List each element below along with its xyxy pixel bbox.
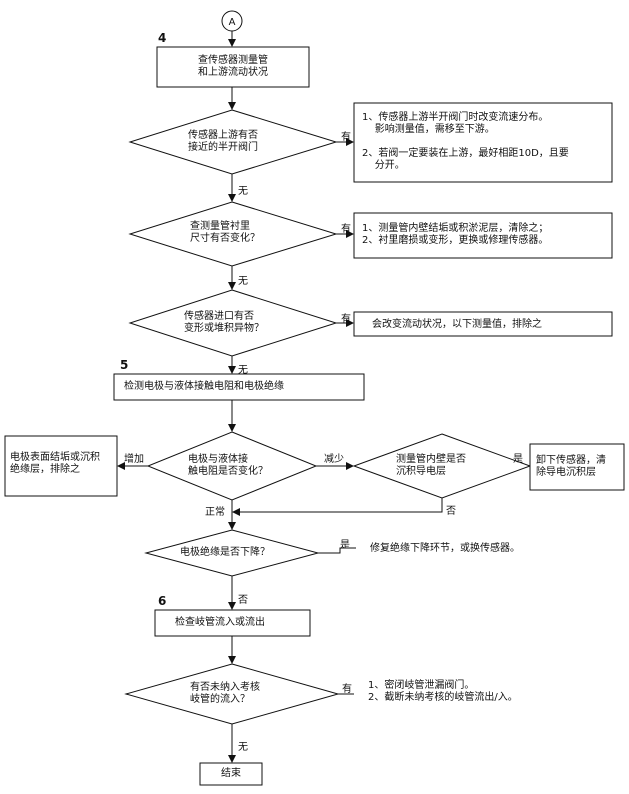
branch-action-text: 1、密闭岐管泄漏阀门。 2、截断未纳考核的岐管流出/入。 bbox=[368, 680, 518, 703]
valve-action-box bbox=[353, 102, 613, 183]
end-text: 结束 bbox=[221, 768, 241, 779]
resistance-normal-label: 正常 bbox=[205, 507, 225, 518]
insulation-yes-label: 是 bbox=[340, 540, 350, 551]
lining-decision-text: 查测量管衬里 尺寸有否变化？ bbox=[190, 221, 260, 244]
check-branch-box bbox=[154, 609, 311, 637]
inlet-decision-text: 传感器进口有否 变形或堆积异物？ bbox=[184, 311, 264, 334]
deposit-decision-text: 测量管内壁是否 沉积导电层 bbox=[396, 454, 466, 477]
step-number-4: 4 bbox=[158, 31, 167, 45]
check-electrode-text: 检测电极与液体接触电阻和电极绝缘 bbox=[124, 381, 284, 392]
deposit-yes-label: 是 bbox=[513, 454, 523, 465]
inlet-action-box bbox=[353, 311, 613, 337]
inlet-no-label: 无 bbox=[238, 365, 248, 376]
check-pipe-text: 查传感器测量管 和上游流动状况 bbox=[198, 55, 268, 78]
remove-action-box bbox=[529, 443, 625, 491]
resistance-decrease-label: 减少 bbox=[324, 454, 344, 465]
resistance-increase-label: 增加 bbox=[124, 454, 144, 465]
check-branch-text: 检查岐管流入或流出 bbox=[175, 617, 265, 628]
valve-action-text: 1、传感器上游半开阀门时改变流速分布。 影响测量值，需移至下游。 2、若阀一定要… bbox=[362, 112, 569, 171]
branch-yes-label: 有 bbox=[342, 684, 352, 695]
lining-no-label: 无 bbox=[238, 276, 248, 287]
lining-yes-label: 有 bbox=[341, 224, 351, 235]
lining-action-box bbox=[353, 212, 613, 259]
lining-action-text: 1、测量管内壁结垢或积淤泥层，清除之； 2、衬里磨损或变形，更换或修理传感器。 bbox=[362, 223, 549, 246]
insulation-action-text: 修复绝缘下降环节，或换传感器。 bbox=[370, 543, 520, 554]
valve-no-label: 无 bbox=[238, 186, 248, 197]
inlet-action-text: 会改变流动状况，以下测量值，排除之 bbox=[372, 319, 542, 330]
branch-flow-decision-text: 有否未纳入考核 岐管的流入？ bbox=[190, 682, 260, 705]
inlet-yes-label: 有 bbox=[341, 314, 351, 325]
branch-no-label: 无 bbox=[238, 742, 248, 753]
remove-action-text: 卸下传感器，清 除导电沉积层 bbox=[536, 455, 606, 478]
connector-label: A bbox=[229, 17, 236, 28]
surface-action-box bbox=[4, 435, 118, 497]
resistance-decision-text: 电极与液体接 触电阻是否变化？ bbox=[188, 454, 268, 477]
valve-yes-label: 有 bbox=[341, 132, 351, 143]
valve-decision-text: 传感器上游有否 接近的半开阀门 bbox=[188, 130, 258, 153]
insulation-no-label: 否 bbox=[238, 595, 248, 606]
check-pipe-box bbox=[156, 46, 310, 88]
insulation-decision-text: 电极绝缘是否下降？ bbox=[180, 547, 270, 558]
step-number-6: 6 bbox=[158, 594, 167, 608]
step-number-5: 5 bbox=[120, 358, 129, 372]
surface-action-text: 电极表面结垢或沉积 绝缘层，排除之 bbox=[10, 452, 100, 475]
check-electrode-box bbox=[113, 373, 365, 401]
deposit-no-label: 否 bbox=[446, 506, 456, 517]
end-box bbox=[199, 762, 263, 786]
